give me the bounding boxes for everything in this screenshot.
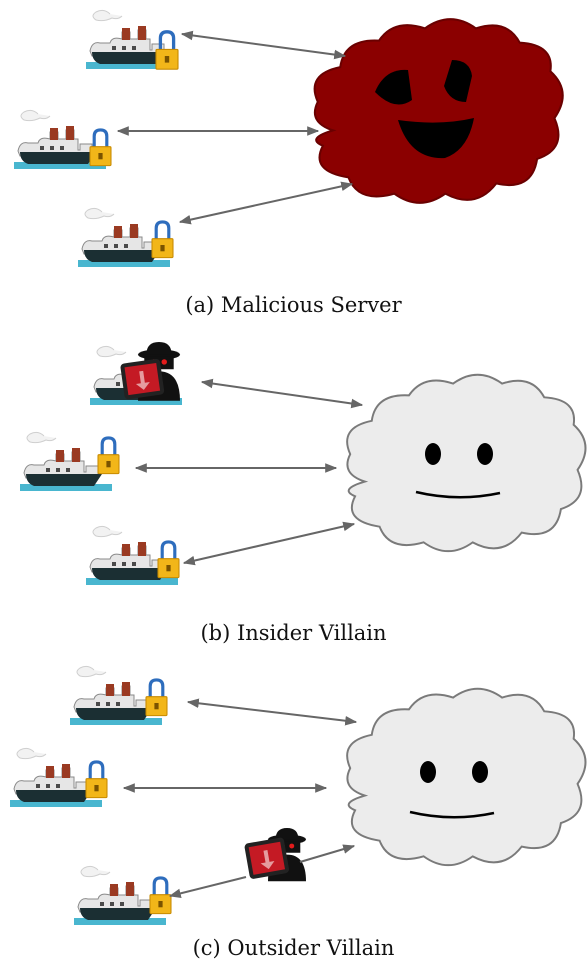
arrow-b1: [200, 378, 364, 409]
ship-b3: [85, 525, 181, 586]
ship-c3: [73, 865, 173, 926]
tablet-icon: [244, 837, 290, 880]
lock-icon: [156, 540, 181, 580]
arrow-c1: [186, 698, 358, 726]
ship-a3: [77, 207, 175, 268]
caption-malicious-server: (a) Malicious Server: [185, 293, 402, 317]
honest-cloud-icon: [346, 687, 587, 867]
cloud-smile: [415, 490, 501, 499]
cloud-smile: [409, 810, 495, 819]
ship-b1-compromised: [89, 342, 183, 406]
lock-icon: [154, 30, 180, 71]
ship-a1: [85, 9, 180, 71]
panel-c: [9, 665, 587, 926]
evil-eye-right: [444, 60, 472, 102]
evil-mouth: [398, 118, 474, 159]
cloud-eye-left: [420, 761, 436, 783]
lock-icon: [84, 760, 109, 800]
lock-icon: [150, 220, 175, 260]
arrow-a1: [180, 30, 347, 60]
lock-icon: [96, 436, 121, 476]
arrow-a3: [178, 181, 354, 225]
evil-eye-left: [375, 69, 412, 105]
ship-b2: [19, 431, 121, 492]
ship-c1: [69, 665, 169, 726]
lock-icon: [148, 876, 173, 916]
caption-insider-villain: (b) Insider Villain: [200, 621, 387, 645]
outsider-villain: [244, 828, 306, 882]
arrow-b3: [182, 521, 356, 566]
tablet-icon: [120, 358, 165, 400]
lock-icon: [88, 128, 113, 168]
arrow-c3-right: [299, 844, 356, 863]
arrow-c3-left: [168, 876, 247, 899]
ship-c2: [9, 747, 109, 808]
cloud-eye-left: [425, 443, 441, 465]
malicious-cloud-icon: [313, 18, 564, 204]
cloud-eye-right: [477, 443, 493, 465]
honest-cloud-icon: [346, 373, 587, 553]
cloud-eye-right: [472, 761, 488, 783]
panel-b: [19, 342, 587, 586]
lock-icon: [144, 678, 169, 718]
ship-a2: [13, 109, 113, 170]
panel-a: [13, 9, 564, 268]
caption-outsider-villain: (c) Outsider Villain: [192, 936, 395, 960]
